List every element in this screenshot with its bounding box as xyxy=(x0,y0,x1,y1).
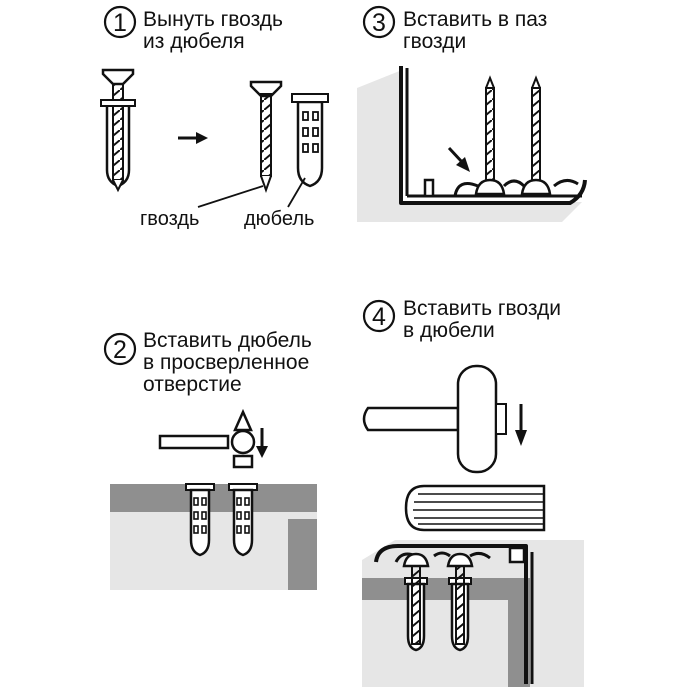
nail-icon xyxy=(249,80,283,193)
step-3-number-circle xyxy=(362,5,396,39)
step-2-number: 2 xyxy=(113,336,127,364)
step-1-number-circle xyxy=(103,5,137,39)
dowel-in-wall-2 xyxy=(228,483,258,557)
book-block xyxy=(404,484,546,532)
nail-standing-2 xyxy=(520,75,552,196)
step-2-title-line3: отверстие xyxy=(143,373,242,396)
step-2-title-line1: Вставить дюбель xyxy=(143,329,312,352)
step-4-number-circle xyxy=(362,299,396,333)
step-4-number: 4 xyxy=(372,303,386,331)
step-1-title-line1: Вынуть гвоздь xyxy=(143,8,283,31)
wall-side-light xyxy=(530,540,584,687)
nail-leader-line xyxy=(197,185,264,208)
step-4-title-line2: в дюбели xyxy=(403,319,495,342)
step-4-title-line1: Вставить гвозди xyxy=(403,297,561,320)
dowel-leader-line xyxy=(287,177,306,208)
step-3-title-line2: гвозди xyxy=(403,30,466,53)
dowel-icon xyxy=(291,93,329,188)
wall-shading xyxy=(357,70,582,222)
nail-in-dowel xyxy=(100,68,136,193)
dowel-label: дюбель xyxy=(244,208,314,230)
arrow-down-right-icon xyxy=(447,146,470,172)
wall-surface-dark xyxy=(362,578,530,600)
step-3-number: 3 xyxy=(372,9,386,37)
nail-standing-1 xyxy=(474,75,506,196)
step-3: 3 Вставить в паз гвозди xyxy=(357,5,587,222)
nail-driven-1 xyxy=(402,552,430,652)
step-2-title-line2: в просверленное xyxy=(143,351,309,374)
wall-body-light xyxy=(110,512,317,590)
arrow-right-icon xyxy=(178,132,208,144)
hammer-icon xyxy=(158,408,256,469)
step-1: 1 Вынуть гвоздь из дюбеля xyxy=(100,5,329,230)
arrow-down-icon xyxy=(515,404,527,446)
step-2-number-circle xyxy=(103,332,137,366)
mallet-icon xyxy=(362,364,507,474)
arrow-down-icon xyxy=(256,428,268,458)
step-3-title-line1: Вставить в паз xyxy=(403,8,547,31)
wall-edge-dark xyxy=(288,519,317,590)
step-2: 2 Вставить дюбель в просверленное отверс… xyxy=(103,329,317,590)
step-1-number: 1 xyxy=(113,9,127,37)
step-1-title-line2: из дюбеля xyxy=(143,30,245,53)
nail-label: гвоздь xyxy=(140,208,199,230)
dowel-in-wall-1 xyxy=(185,483,215,557)
nail-driven-2 xyxy=(446,552,474,652)
step-4: 4 Вставить гвозди в дюбели xyxy=(362,297,584,687)
profile-strip xyxy=(374,544,528,684)
